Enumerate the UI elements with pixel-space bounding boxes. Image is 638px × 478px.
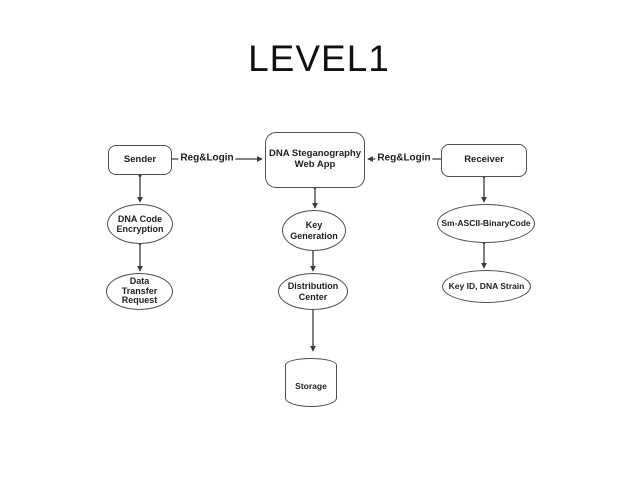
node-distribution-center-label: Distribution Center [287,281,339,302]
node-receiver: Receiver [441,144,527,177]
node-storage-label: Storage [295,380,327,391]
node-receiver-label: Receiver [464,154,504,166]
node-data-transfer-request: Data Transfer Request [106,273,173,310]
node-dna-steganography-web-app: DNA Steganography Web App [265,132,365,188]
node-data-transfer-request-label: Data Transfer Request [121,275,158,306]
node-key-id-dna-strain: Key ID, DNA Strain [442,270,531,303]
page-title: LEVEL1 [248,38,390,79]
node-sender-label: Sender [123,153,157,165]
node-sm-ascii-binarycode-label: Sm-ASCII-BinaryCode [441,217,531,228]
node-dna-steganography-web-app-label: DNA Steganography Web App [268,148,362,170]
node-key-generation-label: Key Generation [290,220,338,241]
edge-label-reg-login-left: Reg&Login [178,152,236,164]
node-key-generation: Key Generation [282,210,346,251]
node-sm-ascii-binarycode: Sm-ASCII-BinaryCode [437,204,535,243]
edge-label-reg-login-right: Reg&Login [375,152,433,164]
node-dna-code-encryption: DNA Code Encryption [107,204,173,244]
node-distribution-center: Distribution Center [278,273,348,310]
node-dna-code-encryption-label: DNA Code Encryption [116,213,164,234]
node-key-id-dna-strain-label: Key ID, DNA Strain [448,280,525,291]
node-sender: Sender [108,145,172,175]
node-storage: Storage [285,365,337,407]
